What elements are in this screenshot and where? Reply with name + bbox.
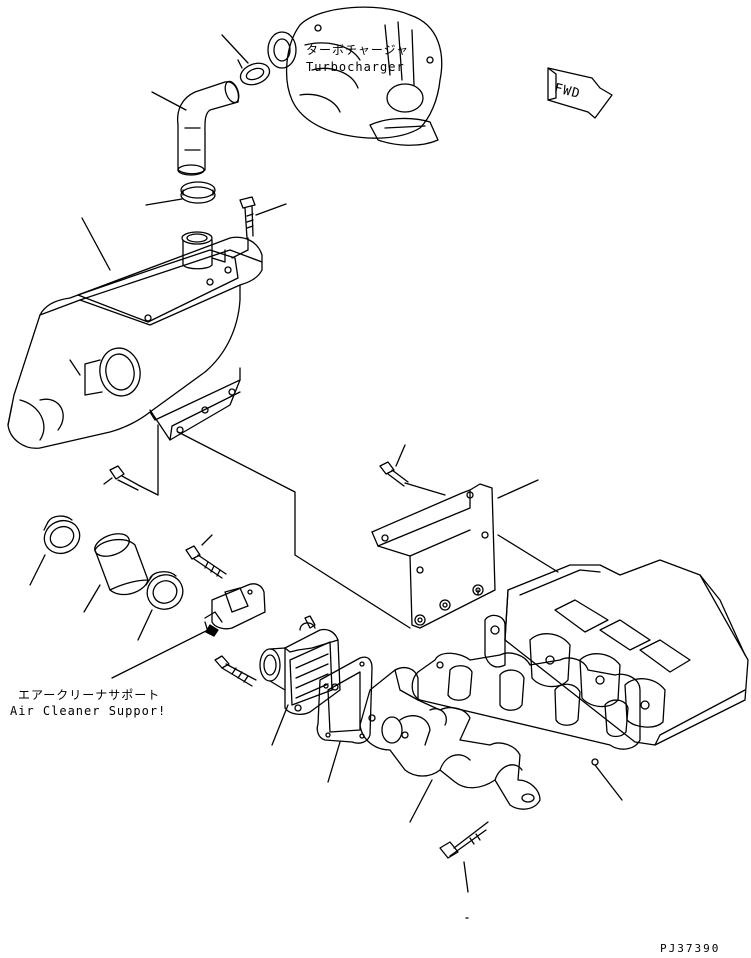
bolt-left bbox=[109, 465, 141, 491]
elbow-hose bbox=[176, 80, 240, 176]
turbocharger-label-en: Turbocharger bbox=[306, 60, 405, 74]
air-cleaner-support bbox=[204, 583, 266, 637]
hose-clamp-middle bbox=[180, 181, 216, 204]
bolt-bracket bbox=[379, 461, 409, 487]
drawing-number: PJ37390 bbox=[660, 942, 721, 955]
outlet-gasket bbox=[316, 656, 373, 744]
turbocharger-label-jp: ターボチャージャ bbox=[306, 43, 410, 57]
hose-clamp-left-1 bbox=[43, 515, 81, 555]
bolt-long bbox=[439, 821, 489, 859]
bolt-top bbox=[239, 196, 256, 239]
turbocharger-part bbox=[267, 6, 443, 146]
cylinder-head bbox=[484, 559, 749, 746]
bolt-outlet bbox=[214, 655, 257, 687]
connector-hose bbox=[94, 533, 149, 596]
air-cleaner-support-label-en: Air Cleaner Suppor! bbox=[10, 704, 167, 718]
air-cleaner-bracket bbox=[149, 379, 241, 441]
hose-clamp-left-2 bbox=[145, 571, 184, 610]
manifold-gasket bbox=[411, 652, 641, 766]
air-cleaner-body bbox=[7, 231, 263, 449]
bolt-support bbox=[185, 545, 227, 579]
exhaust-manifold bbox=[359, 667, 541, 810]
hose-clamp-upper bbox=[237, 59, 271, 86]
main-bracket bbox=[371, 483, 496, 629]
air-outlet-box bbox=[259, 615, 341, 715]
fwd-arrow bbox=[547, 67, 613, 119]
air-cleaner-support-label-jp: エアークリーナサポート bbox=[18, 688, 161, 702]
